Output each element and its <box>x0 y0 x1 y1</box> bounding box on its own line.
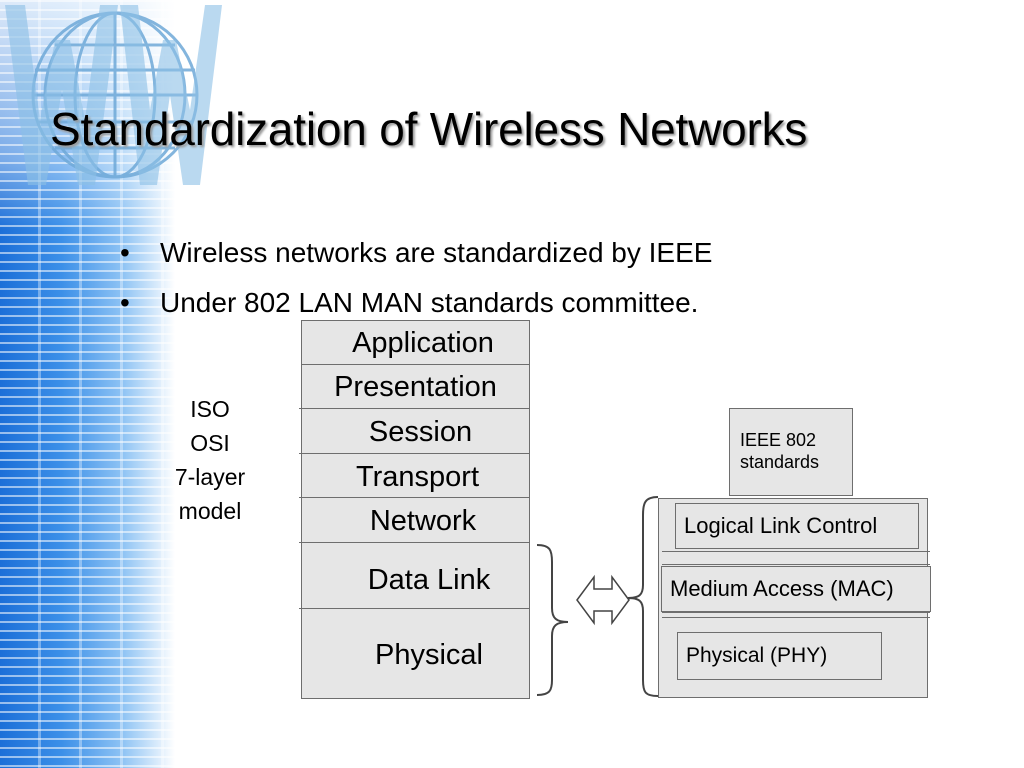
bullet-list: Wireless networks are standardized by IE… <box>120 228 712 328</box>
ieee-sublayer-mac: Medium Access (MAC) <box>661 566 931 612</box>
osi-layer-physical: Physical <box>375 639 483 671</box>
ieee-sublayer-phy: Physical (PHY) <box>677 632 882 680</box>
www-globe-icon <box>5 5 222 185</box>
osi-layer-transport: Transport <box>355 461 480 493</box>
ieee-divider <box>662 551 930 552</box>
osi-caption: ISO OSI 7-layer model <box>160 392 260 528</box>
ieee-sublayer-llc: Logical Link Control <box>675 503 919 549</box>
page-title: Standardization of Wireless Networks <box>50 103 808 155</box>
osi-divider <box>299 497 529 498</box>
osi-layer-session: Session <box>368 416 473 448</box>
ieee-divider <box>662 612 930 613</box>
osi-stack <box>301 320 530 699</box>
osi-caption-line: OSI <box>190 430 230 456</box>
ieee-802-header-box: IEEE 802 standards <box>729 408 853 496</box>
left-brace-icon <box>627 496 659 697</box>
osi-divider <box>301 364 529 365</box>
ieee-header-line: IEEE 802 <box>740 430 817 450</box>
osi-layer-network: Network <box>369 505 477 537</box>
right-brace-icon <box>536 544 569 696</box>
ieee-header-line: standards <box>740 452 820 472</box>
ieee-divider <box>662 564 930 565</box>
osi-divider <box>299 453 529 454</box>
bullet-item: Wireless networks are standardized by IE… <box>120 228 712 278</box>
osi-layer-application: Application <box>352 327 494 359</box>
double-arrow-icon <box>576 574 630 626</box>
osi-caption-line: 7-layer <box>174 464 246 490</box>
osi-caption-line: model <box>178 498 242 524</box>
osi-layer-data-link: Data Link <box>367 564 491 596</box>
ieee-divider <box>662 617 930 618</box>
osi-caption-line: ISO <box>190 396 230 422</box>
osi-divider <box>299 408 529 409</box>
osi-divider <box>299 542 529 543</box>
osi-divider <box>299 608 529 609</box>
bullet-item: Under 802 LAN MAN standards committee. <box>120 278 712 328</box>
osi-layer-presentation: Presentation <box>334 371 497 403</box>
